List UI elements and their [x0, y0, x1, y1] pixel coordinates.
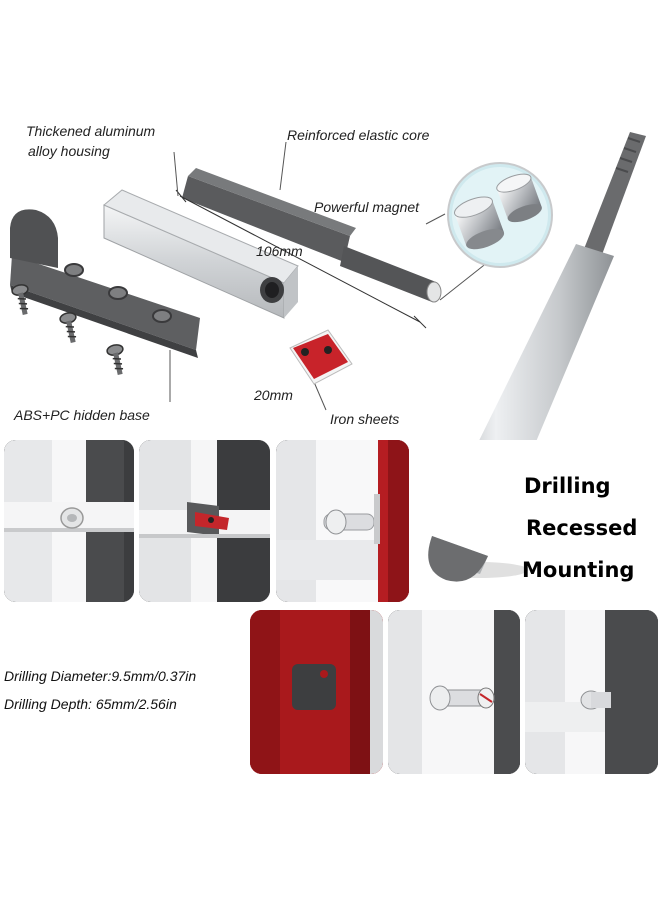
- leader-lines: [169, 141, 489, 411]
- spec-drilling-depth: Drilling Depth: 65mm/2.56in: [4, 696, 177, 712]
- label-housing-line2: alloy housing: [28, 143, 110, 159]
- install-step-5: [388, 610, 520, 774]
- hidden-base: [10, 209, 200, 358]
- label-housing-line1: Thickened aluminum: [26, 123, 156, 139]
- install-step-2: [139, 440, 270, 602]
- label-base: ABS+PC hidden base: [14, 407, 150, 423]
- install-step-6: [525, 610, 658, 774]
- headline-recessed: Recessed: [526, 516, 638, 540]
- latch-large: [479, 132, 646, 440]
- install-step-1: [4, 440, 134, 602]
- headline-drilling: Drilling: [524, 474, 611, 498]
- install-step-3: [276, 440, 409, 602]
- headline-mounting: Mounting: [522, 558, 635, 582]
- magnet-inset: [447, 162, 553, 268]
- label-elastic-core: Reinforced elastic core: [287, 127, 430, 143]
- aluminum-housing: [103, 189, 299, 319]
- iron-sheet: [289, 329, 353, 385]
- label-sheet-size: 20mm: [254, 387, 293, 403]
- spec-drilling-diameter: Drilling Diameter:9.5mm/0.37in: [4, 668, 197, 684]
- latch-large-cap: [428, 536, 528, 582]
- screws: [11, 284, 124, 375]
- component-diagram: [10, 132, 646, 440]
- elastic-core: [182, 168, 442, 303]
- install-step-4: [250, 610, 383, 774]
- label-iron-sheets: Iron sheets: [330, 411, 400, 427]
- label-magnet: Powerful magnet: [314, 199, 420, 215]
- label-length: 106mm: [256, 243, 303, 259]
